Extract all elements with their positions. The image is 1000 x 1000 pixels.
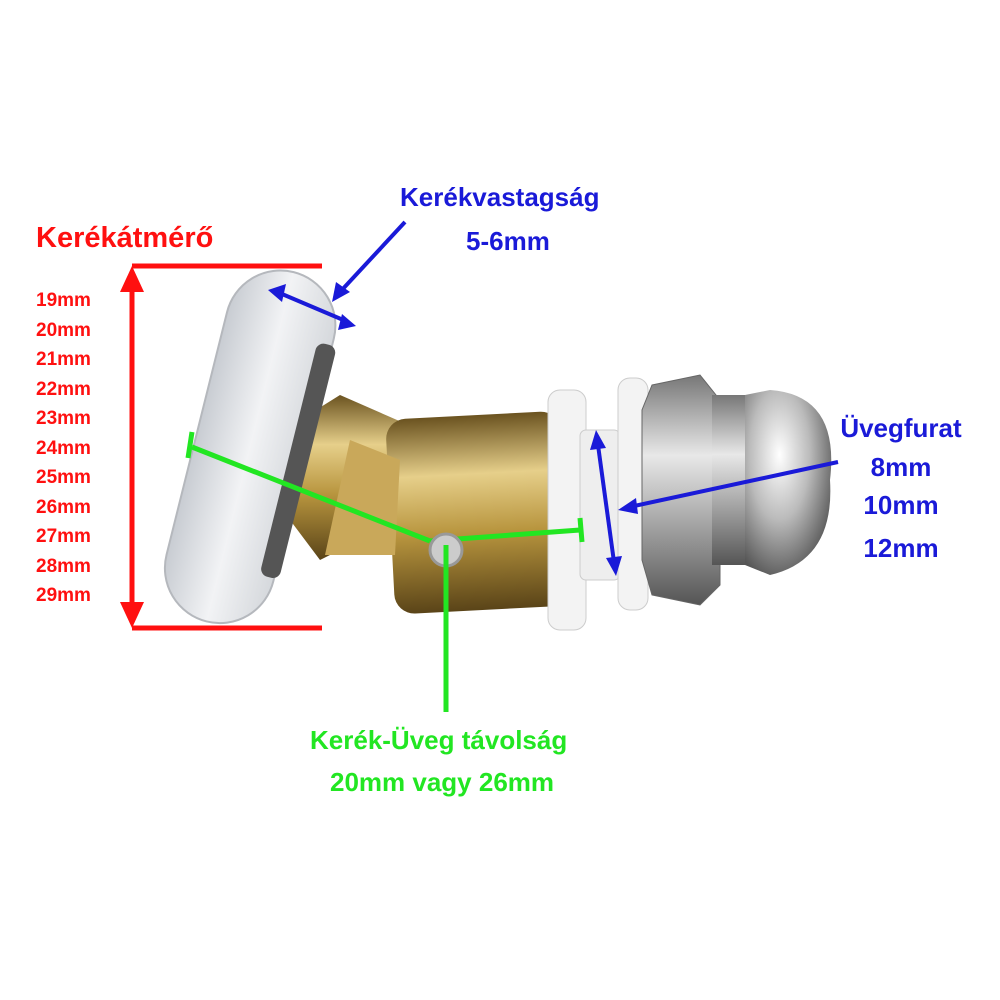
diameter-option: 27mm: [36, 526, 91, 547]
diameter-option: 22mm: [36, 378, 91, 400]
dome-cap: [712, 390, 832, 575]
diameter-options: 19mm 20mm 21mm 22mm 23mm 24mm 25mm 26mm …: [36, 286, 91, 611]
diameter-option: 24mm: [36, 437, 91, 459]
glass-hole-option: 12mm: [863, 533, 939, 563]
diameter-option: 19mm: [36, 290, 91, 311]
diameter-option: 28mm: [36, 555, 91, 577]
diameter-option: 23mm: [36, 408, 91, 429]
glass-hole-title: Üvegfurat: [840, 413, 962, 443]
glass-hole-option: 10mm: [863, 490, 939, 520]
distance-title: Kerék-Üveg távolság: [310, 725, 568, 755]
diameter-option: 29mm: [36, 585, 91, 606]
distance-value: 20mm vagy 26mm: [330, 767, 555, 797]
glass-hole-arrow: [590, 430, 839, 576]
hex-nut: [641, 374, 721, 606]
glass-hole-option: 8mm: [870, 452, 932, 482]
glass-hole-label: Üvegfurat 8mm 10mm 12mm: [826, 407, 976, 570]
diameter-title: Kerékátmérő: [36, 222, 214, 254]
diameter-option: 25mm: [36, 467, 91, 488]
diameter-arrow: [120, 263, 322, 631]
thickness-arrow: [268, 220, 407, 330]
thickness-title: Kerékvastagság: [400, 182, 600, 212]
diameter-option: 20mm: [36, 319, 91, 341]
thickness-value: 5-6mm: [466, 226, 550, 256]
wheel: [163, 269, 337, 625]
diameter-option: 26mm: [36, 496, 91, 518]
distance-line: [185, 431, 585, 712]
brass-arm: [290, 395, 570, 614]
diameter-option: 21mm: [36, 349, 91, 370]
